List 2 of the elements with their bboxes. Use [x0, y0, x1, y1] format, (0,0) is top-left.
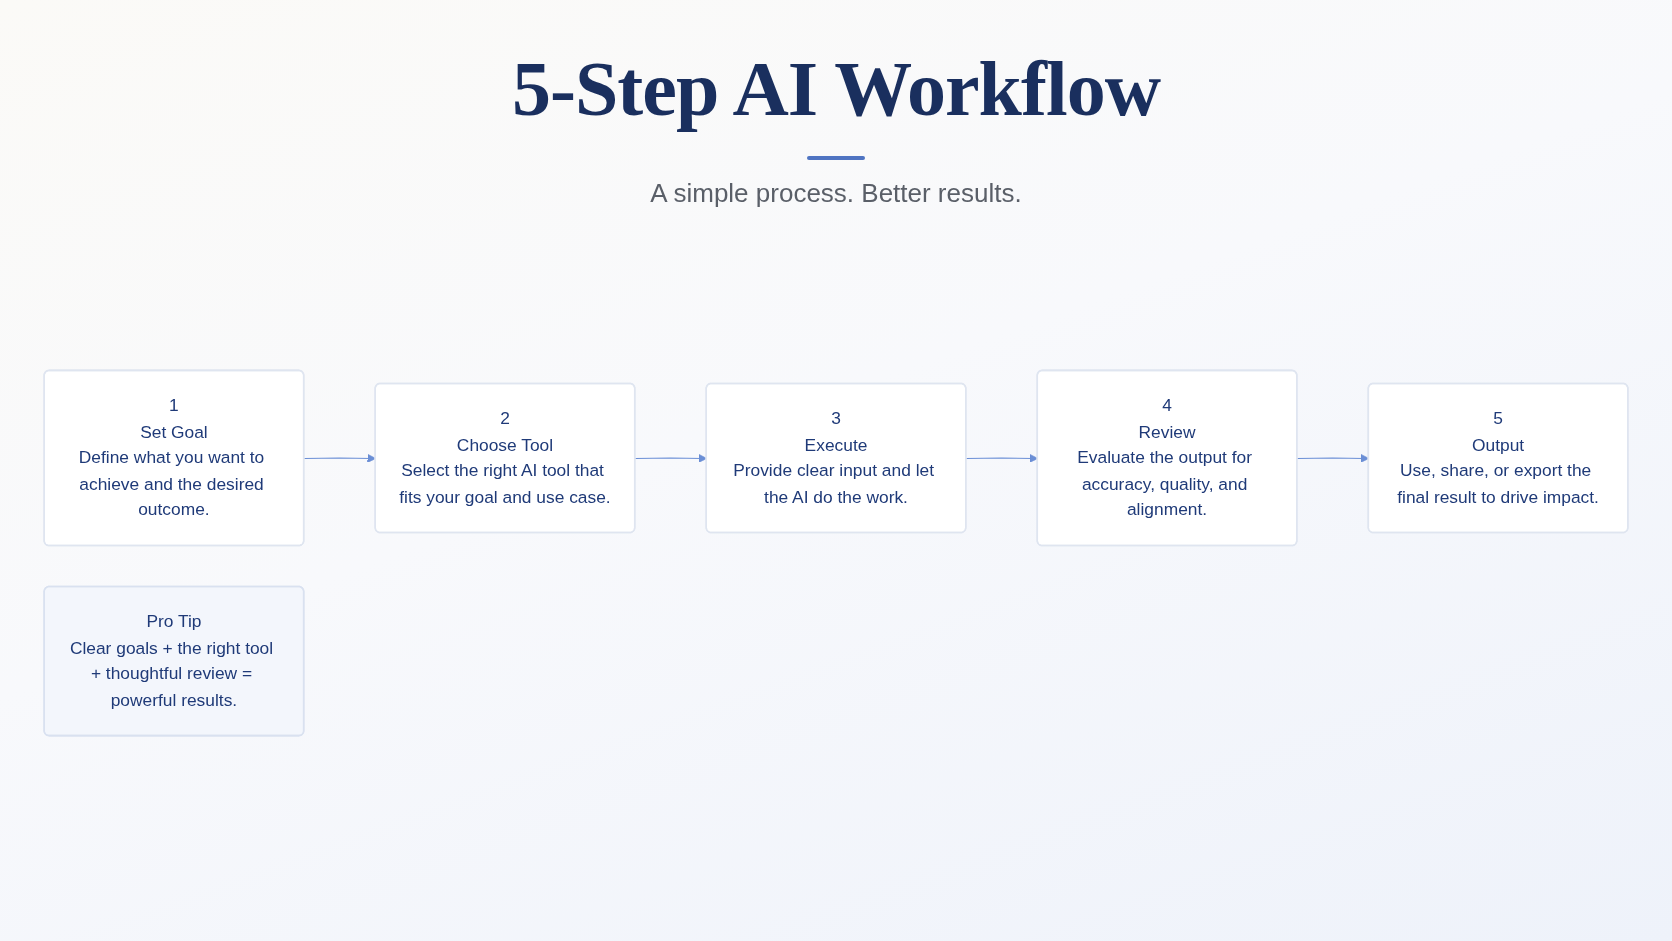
title: 5-Step AI Workflow: [512, 44, 1160, 134]
subtitle: A simple process. Better results.: [650, 178, 1022, 209]
